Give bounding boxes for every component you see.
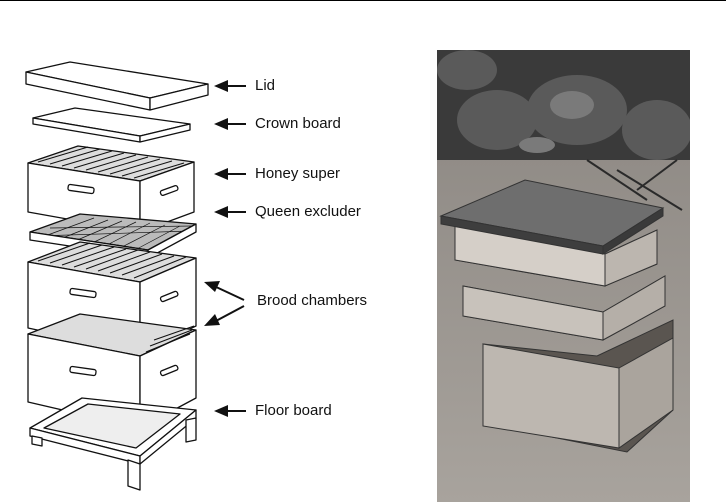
hive-photograph xyxy=(437,50,690,502)
exploded-hive-diagram xyxy=(0,0,430,504)
label-honey-super: Honey super xyxy=(255,165,340,183)
lid-drawing xyxy=(26,62,208,110)
label-lid: Lid xyxy=(255,77,275,95)
crown-board-drawing xyxy=(33,108,190,142)
label-queen-excluder: Queen excluder xyxy=(255,203,361,221)
label-crown-board: Crown board xyxy=(255,115,341,133)
label-brood-chambers: Brood chambers xyxy=(257,292,367,310)
label-floor-board: Floor board xyxy=(255,402,332,420)
floor-board-drawing xyxy=(30,398,196,490)
